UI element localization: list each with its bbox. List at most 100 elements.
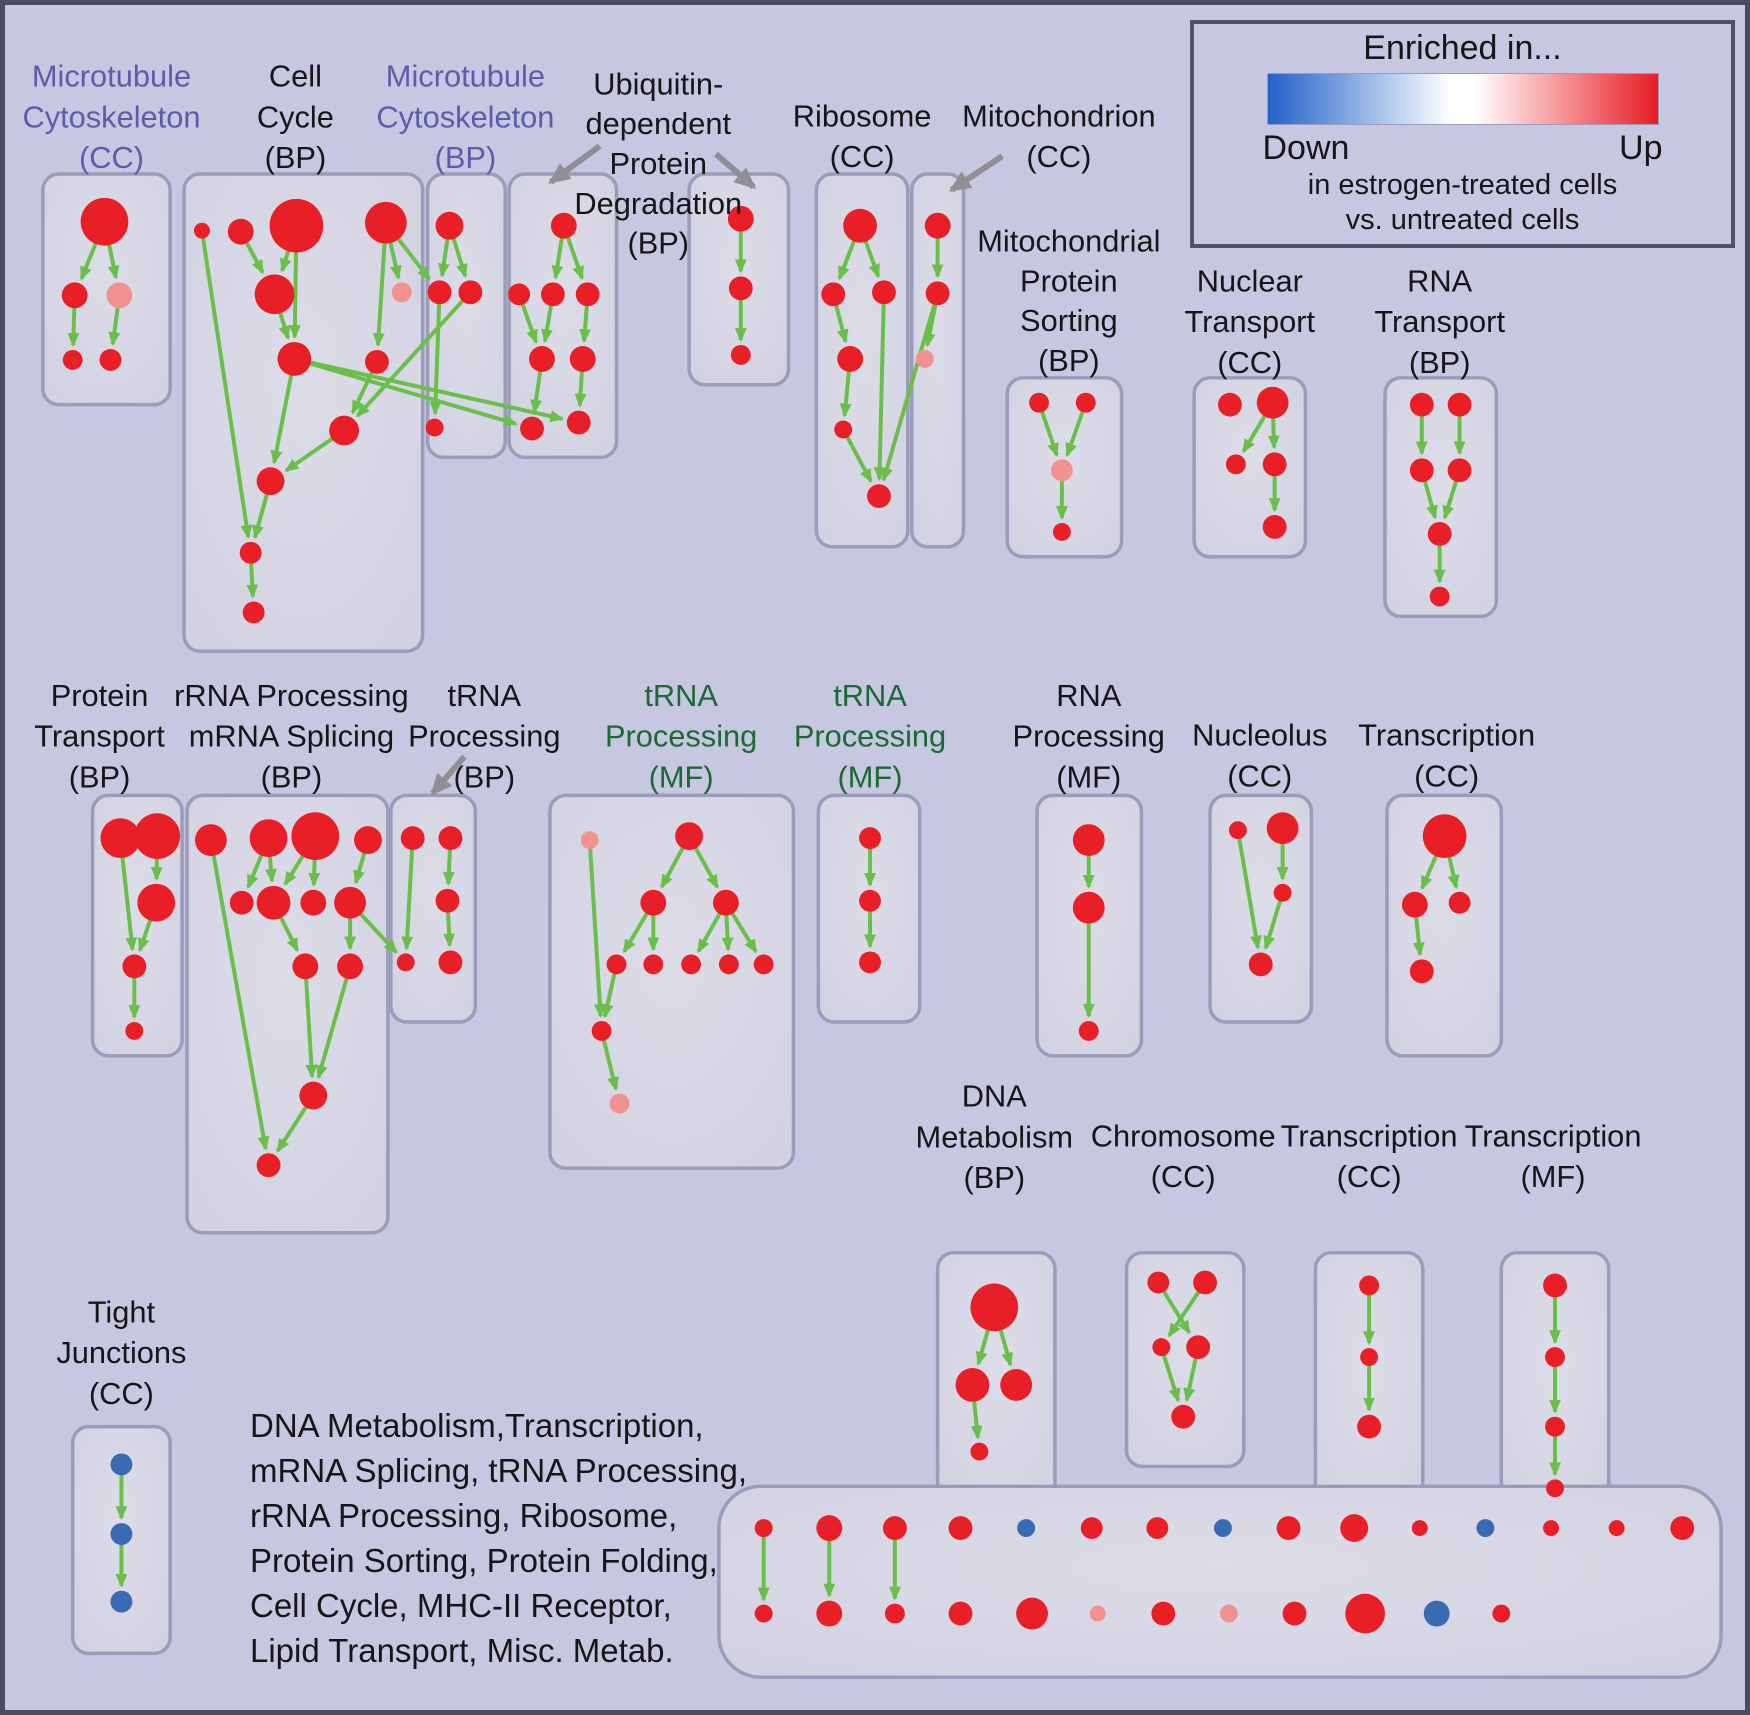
go-term-node <box>606 954 627 975</box>
go-term-node <box>821 282 846 307</box>
go-term-node <box>256 885 291 920</box>
legend-down-label: Down <box>1262 129 1350 167</box>
go-term-node <box>550 212 577 239</box>
go-term-node <box>1147 1271 1170 1294</box>
go-term-node <box>1000 1369 1033 1401</box>
group-label-chromosome-cc: Chromosome(CC) <box>1091 1118 1276 1194</box>
misc-text-line: rRNA Processing, Ribosome, <box>250 1497 678 1534</box>
go-term-node <box>1409 458 1434 483</box>
go-term-node <box>122 954 147 979</box>
go-term-node <box>1546 1479 1564 1498</box>
label-pointer-arrow <box>548 143 602 185</box>
go-term-node <box>837 346 864 372</box>
go-term-node <box>816 1600 843 1627</box>
go-term-node <box>1543 1273 1567 1298</box>
edge-arrow <box>599 1030 619 1092</box>
go-term-node <box>1357 1414 1382 1439</box>
go-term-node <box>110 1590 133 1613</box>
group-box-chromosome-cc <box>1124 1250 1246 1469</box>
edge-arrow <box>293 357 518 427</box>
legend-gradient-bar <box>1266 73 1659 125</box>
go-term-node <box>334 886 366 919</box>
go-term-node <box>396 953 415 972</box>
go-term-node <box>249 819 288 858</box>
go-term-node <box>1262 452 1287 477</box>
go-term-node <box>438 950 463 975</box>
go-term-node <box>1214 1519 1232 1538</box>
go-term-node <box>1089 1605 1106 1622</box>
go-term-node <box>1359 1275 1380 1296</box>
go-term-node <box>728 276 753 301</box>
go-term-node <box>299 1081 328 1110</box>
edge-arrow <box>401 838 415 951</box>
go-term-node <box>1052 522 1071 541</box>
legend-up-label: Up <box>1619 129 1663 167</box>
go-term-node <box>134 813 181 859</box>
go-term-node <box>1409 392 1434 417</box>
edge-arrow <box>881 292 940 482</box>
go-term-node <box>681 954 702 975</box>
go-term-node <box>882 1516 907 1540</box>
go-term-node <box>458 280 483 305</box>
go-term-node <box>1276 1516 1301 1540</box>
go-term-node <box>239 541 262 564</box>
go-term-node <box>1422 814 1467 858</box>
go-term-node <box>1608 1520 1625 1537</box>
legend-title: Enriched in... <box>1363 29 1562 67</box>
go-term-node <box>1080 1517 1103 1540</box>
go-term-node <box>277 342 312 376</box>
go-term-node <box>859 889 881 912</box>
go-term-node <box>391 282 412 303</box>
go-term-node <box>843 208 877 243</box>
go-term-node <box>816 1515 843 1541</box>
group-label-nucleolus-cc: Nucleolus(CC) <box>1192 718 1327 794</box>
group-box-trna-processing-mf-large <box>548 793 796 1170</box>
go-term-node <box>1427 521 1452 546</box>
go-term-node <box>1447 458 1472 483</box>
go-term-node <box>227 218 254 245</box>
go-term-node <box>137 883 176 922</box>
go-term-node <box>640 889 667 916</box>
go-term-node <box>1050 459 1073 482</box>
go-term-node <box>1409 959 1434 984</box>
go-term-node <box>859 951 881 974</box>
group-label-transcription-mf: Transcription(MF) <box>1465 1118 1642 1194</box>
go-term-node <box>1217 392 1242 417</box>
edge-arrow <box>208 839 270 1151</box>
go-term-node <box>438 826 463 851</box>
go-term-node <box>575 282 600 307</box>
go-term-node <box>1186 1335 1211 1360</box>
go-term-node <box>256 1153 281 1178</box>
go-term-node <box>254 274 295 315</box>
go-term-node <box>300 889 327 916</box>
go-term-node <box>834 420 853 439</box>
legend-context-line1: in estrogen-treated cells <box>1307 169 1618 201</box>
group-box-protein-transport-bp <box>90 793 184 1058</box>
go-term-node <box>337 953 364 980</box>
go-term-node <box>1545 1416 1565 1437</box>
go-term-node <box>591 1021 612 1041</box>
go-term-node <box>712 889 739 916</box>
legend-context-line2: vs. untreated cells <box>1345 204 1580 236</box>
go-term-node <box>256 467 285 496</box>
edge-arrow <box>199 230 253 540</box>
legend: Enriched in... Down Up in estrogen-treat… <box>1190 20 1735 248</box>
label-pointer-arrow <box>948 153 1004 193</box>
go-term-node <box>948 1601 973 1626</box>
edge-arrow <box>356 290 472 418</box>
group-box-transcription-cc-upper <box>1385 793 1504 1058</box>
go-term-node <box>1345 1593 1386 1634</box>
misc-text-line: Cell Cycle, MHC-II Receptor, <box>250 1587 672 1624</box>
edge-arrow <box>1263 892 1285 951</box>
go-term-node <box>354 826 382 855</box>
go-term-node <box>1029 392 1049 413</box>
go-term-node <box>754 1604 773 1623</box>
